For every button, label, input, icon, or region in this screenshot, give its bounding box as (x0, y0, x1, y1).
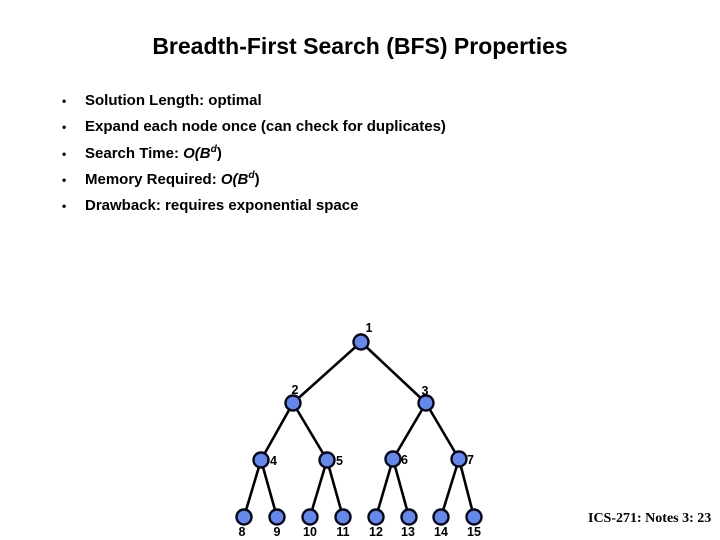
tree-node (284, 394, 302, 412)
tree-node-label: 6 (401, 453, 408, 467)
bullet-icon: • (62, 199, 67, 214)
tree-node (384, 450, 402, 468)
bullet-icon: • (62, 172, 67, 187)
bullet-icon: • (62, 94, 67, 108)
tree-edge (259, 402, 295, 461)
tree-node-label: 15 (467, 525, 481, 539)
tree-node-label: 14 (434, 525, 448, 539)
bullet-icon: • (62, 146, 67, 161)
bullet-item-drawback: • Drawback: requires exponential space (62, 197, 622, 223)
tree-node (334, 508, 352, 526)
tree-edge (424, 402, 461, 460)
tree-edge (242, 459, 263, 518)
tree-edge (457, 458, 476, 518)
bullet-item-memory-required: • Memory Required: O(Bd) (62, 169, 622, 197)
tree-edge (291, 402, 329, 461)
tree-edge (439, 458, 461, 518)
tree-node (400, 508, 418, 526)
tree-edge (360, 341, 427, 404)
bullet-icon: • (62, 120, 67, 135)
tree-node (417, 394, 435, 412)
slide-title: Breadth-First Search (BFS) Properties (152, 33, 568, 59)
tree-node (252, 451, 270, 469)
bullet-item-solution-length: • Solution Length: optimal (62, 92, 622, 118)
footer-note: ICS-271: Notes 3: 23 (588, 511, 712, 526)
tree-node-label: 8 (239, 525, 246, 539)
tree-node (367, 508, 385, 526)
bullet-list: • Solution Length: optimal • Expand each… (62, 92, 622, 223)
bullet-item-expand-once: • Expand each node once (can check for d… (62, 118, 622, 144)
tree-node-label: 7 (467, 453, 474, 467)
tree-edge (391, 458, 411, 518)
tree-node (318, 451, 336, 469)
tree-node-label: 9 (274, 525, 281, 539)
tree-edge (292, 341, 362, 404)
tree-node (432, 508, 450, 526)
bullet-item-search-time: • Search Time: O(Bd) (62, 143, 622, 171)
tree-node (268, 508, 286, 526)
tree-node-label: 12 (369, 525, 383, 539)
tree-node (235, 508, 253, 526)
tree-edge (308, 459, 329, 518)
tree-node (352, 333, 370, 351)
tree-node (301, 508, 319, 526)
tree-node-label: 13 (401, 525, 415, 539)
tree-node-label: 5 (336, 454, 343, 468)
tree-edge (259, 459, 279, 518)
tree-edge (374, 458, 395, 518)
tree-node-label: 4 (270, 454, 277, 468)
tree-node-label: 10 (303, 525, 317, 539)
tree-node-label: 3 (422, 384, 429, 398)
bullet-text: Search Time: O(Bd) (85, 143, 222, 162)
tree-node-label: 1 (366, 321, 373, 335)
bullet-text: Drawback: requires exponential space (85, 197, 359, 215)
tree-edge (391, 402, 428, 460)
tree-node-label: 2 (292, 383, 299, 397)
bullet-text: Solution Length: optimal (85, 92, 262, 109)
tree-node-label: 11 (336, 525, 349, 539)
bullet-text: Memory Required: O(Bd) (85, 169, 260, 188)
tree-node (450, 450, 468, 468)
tree-edge (325, 459, 345, 518)
bullet-text: Expand each node once (can check for dup… (85, 118, 446, 136)
tree-node (465, 508, 483, 526)
